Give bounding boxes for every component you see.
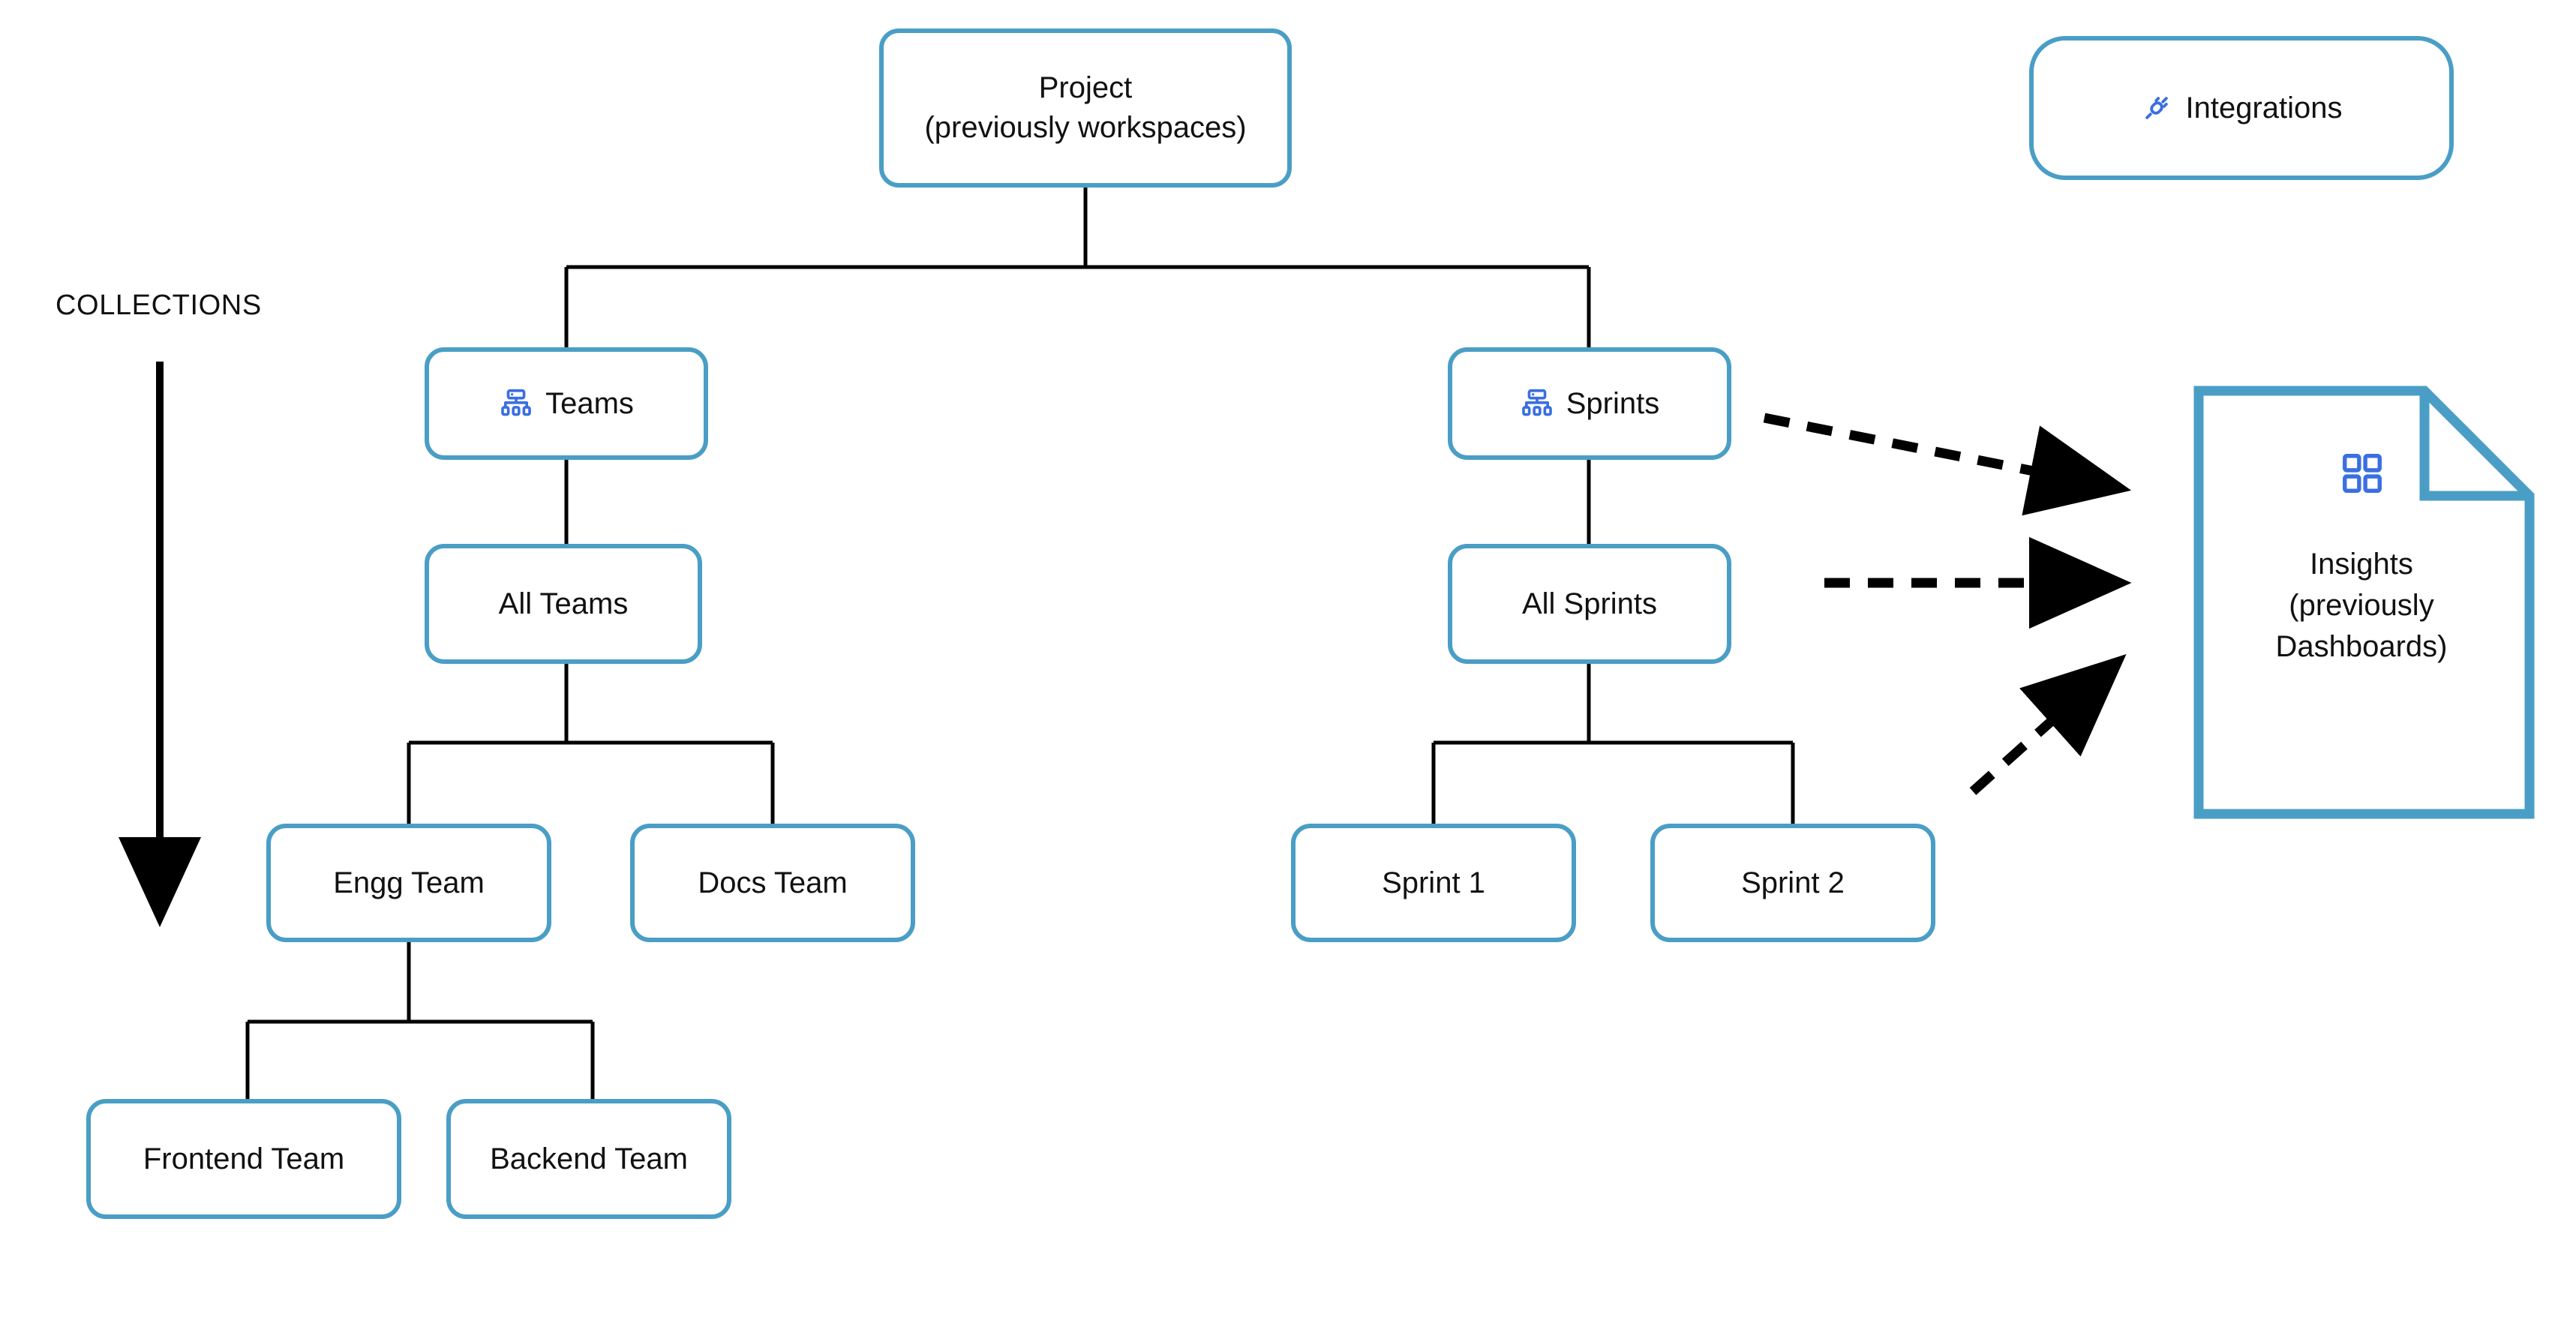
plug-connector-icon: [2140, 92, 2173, 125]
node-project-label: Project (previously workspaces): [924, 71, 1247, 144]
node-all-sprints[interactable]: All Sprints: [1448, 544, 1731, 664]
node-integrations-label: Integrations: [2185, 91, 2343, 125]
node-teams-label: Teams: [545, 386, 634, 420]
node-sprints-label: Sprints: [1566, 386, 1660, 420]
node-sprint-2[interactable]: Sprint 2: [1650, 824, 1935, 942]
node-docs-team[interactable]: Docs Team: [630, 824, 915, 942]
node-sprint-1[interactable]: Sprint 1: [1291, 824, 1576, 942]
node-insights[interactable]: [2189, 381, 2541, 824]
node-project[interactable]: Project (previously workspaces): [879, 29, 1292, 188]
dashboard-grid-icon: [2339, 450, 2385, 500]
node-insights-label: Insights (previously Dashboards): [2275, 548, 2448, 664]
node-teams[interactable]: Teams: [425, 347, 708, 460]
node-integrations[interactable]: Integrations: [2029, 36, 2454, 180]
node-frontend-team-label: Frontend Team: [143, 1142, 345, 1175]
node-sprints[interactable]: Sprints: [1448, 347, 1731, 460]
node-backend-team[interactable]: Backend Team: [446, 1099, 731, 1219]
node-all-sprints-label: All Sprints: [1521, 587, 1658, 620]
node-sprint-1-label: Sprint 1: [1382, 866, 1485, 899]
org-hierarchy-icon: [499, 386, 533, 421]
node-engg-team[interactable]: Engg Team: [266, 824, 551, 942]
org-hierarchy-icon: [1520, 386, 1554, 421]
node-frontend-team[interactable]: Frontend Team: [86, 1099, 401, 1219]
node-engg-team-label: Engg Team: [333, 866, 485, 899]
node-all-teams[interactable]: All Teams: [425, 544, 702, 664]
node-backend-team-label: Backend Team: [490, 1142, 688, 1175]
node-docs-team-label: Docs Team: [698, 866, 848, 899]
node-all-teams-label: All Teams: [498, 587, 629, 620]
collections-section-label: COLLECTIONS: [56, 290, 262, 321]
node-sprint-2-label: Sprint 2: [1741, 866, 1845, 899]
